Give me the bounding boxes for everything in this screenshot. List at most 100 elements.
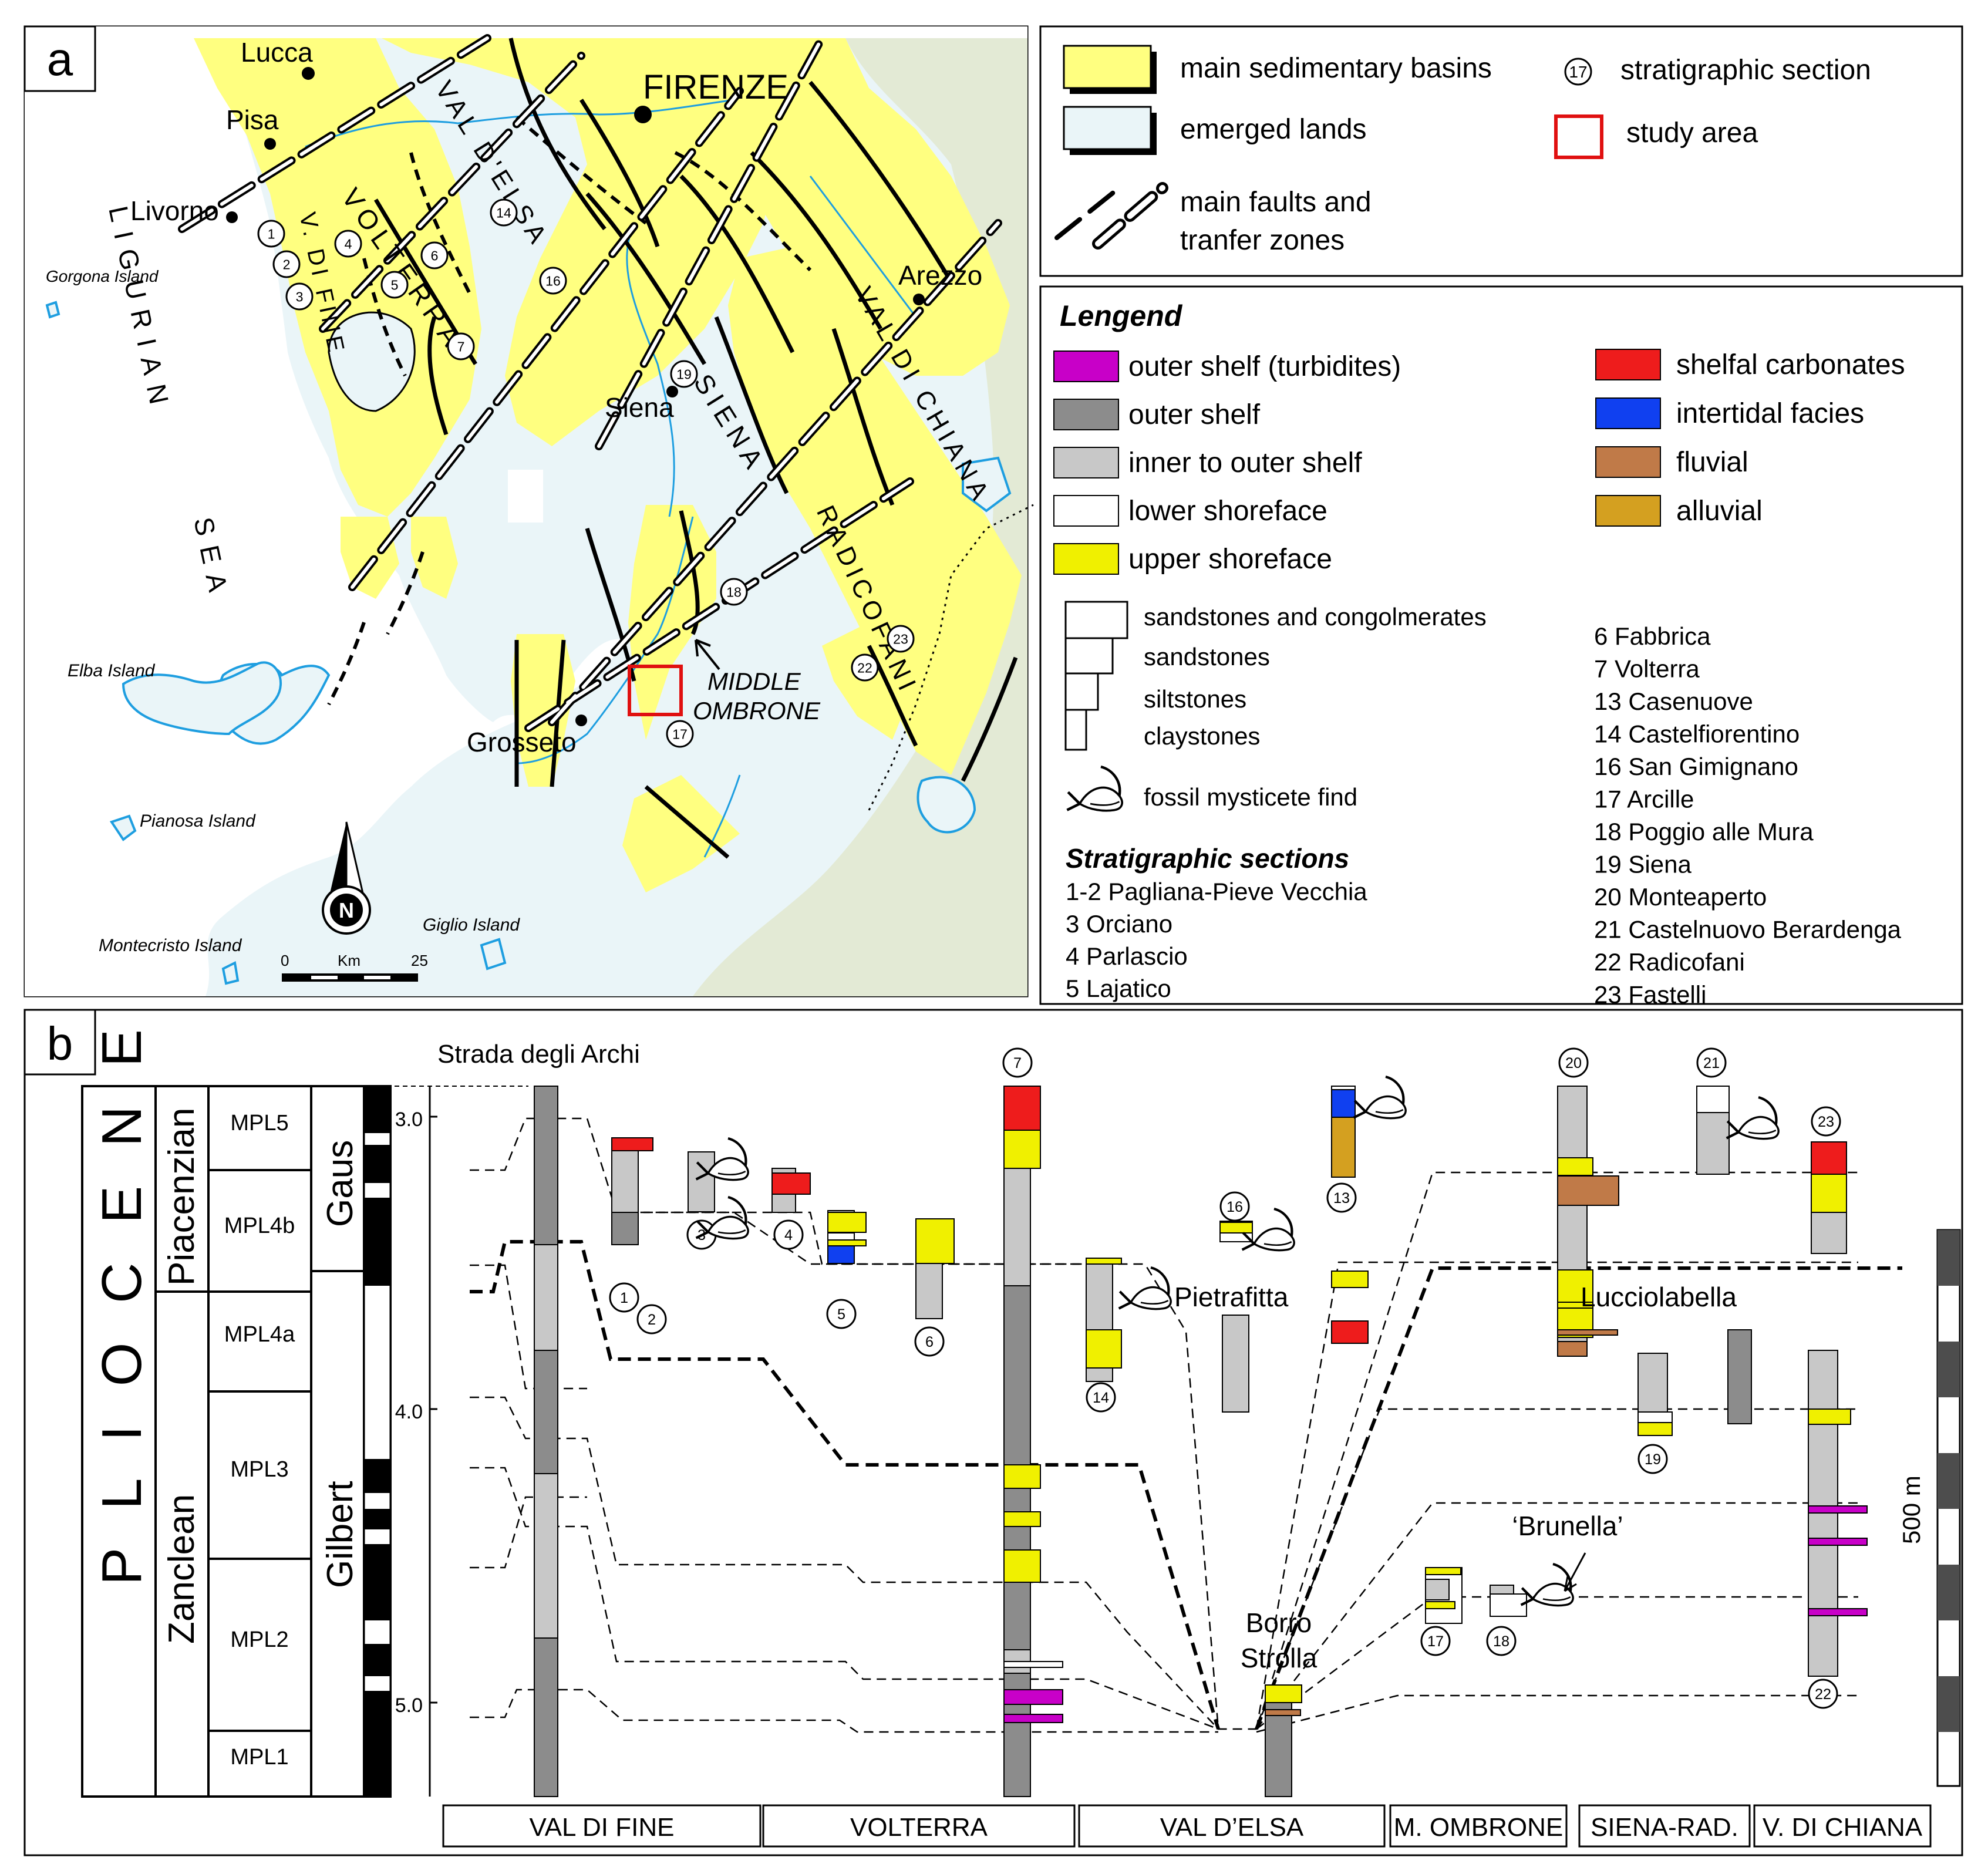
section-number-4: 4 xyxy=(773,1219,804,1250)
svg-text:4: 4 xyxy=(345,236,352,251)
locality-pietrafitta: Pietrafitta xyxy=(1174,1282,1289,1312)
legend-emerged-label: emerged lands xyxy=(1180,114,1367,145)
legend-study-label: study area xyxy=(1626,117,1758,149)
column-block-66 xyxy=(1808,1538,1868,1546)
column-block-4 xyxy=(611,1147,639,1213)
island-pianosa: Pianosa Island xyxy=(140,811,256,831)
map-section-7: 7 xyxy=(447,332,475,360)
column-block-31 xyxy=(1219,1222,1253,1234)
map-section-4: 4 xyxy=(334,230,362,258)
svg-text:18: 18 xyxy=(726,584,742,599)
column-block-6 xyxy=(688,1151,715,1212)
basin-box-0 xyxy=(442,1804,761,1848)
column-block-49 xyxy=(1696,1086,1730,1113)
map-section-16: 16 xyxy=(539,267,567,295)
sections-title: Stratigraphic sections xyxy=(1066,843,1349,874)
section-entry-r2: 13 Casenuove xyxy=(1594,688,1753,715)
svg-text:19: 19 xyxy=(676,366,692,382)
brunella-arrow xyxy=(1564,1552,1586,1592)
svg-text:5: 5 xyxy=(391,277,399,292)
facies-swatch-r2 xyxy=(1595,446,1661,478)
legend-faults-label-1: main faults and xyxy=(1180,187,1372,218)
map-section-18: 18 xyxy=(720,578,748,606)
middle-ombrone-arrow xyxy=(695,639,720,670)
column-block-21 xyxy=(1003,1511,1041,1527)
facies-label-r1: intertidal facies xyxy=(1676,398,1864,429)
basin-box-1 xyxy=(762,1804,1076,1848)
column-block-37 xyxy=(1331,1320,1369,1344)
legend-basin-swatch xyxy=(1063,45,1157,94)
legend-emerged-swatch xyxy=(1063,106,1157,155)
column-block-52 xyxy=(1811,1174,1847,1213)
column-block-5 xyxy=(611,1137,653,1151)
island-giglio: Giglio Island xyxy=(423,915,520,935)
facies-label-r3: alluvial xyxy=(1676,496,1763,527)
section-number-19: 19 xyxy=(1637,1444,1668,1474)
section-number-13: 13 xyxy=(1326,1182,1357,1213)
svg-text:2: 2 xyxy=(283,257,291,272)
polarity-black-bands xyxy=(364,1086,390,1797)
city-markers xyxy=(226,67,925,726)
column-block-26 xyxy=(1003,1714,1063,1723)
basin-label-3: M. OMBRONE xyxy=(1394,1813,1563,1842)
city-pisa: Pisa xyxy=(226,105,279,135)
map-section-19: 19 xyxy=(670,360,698,388)
lithology-symbol xyxy=(1064,601,1128,751)
legend-frame xyxy=(1039,285,1963,1005)
column-block-35 xyxy=(1331,1086,1356,1090)
facies-label-3: lower shoreface xyxy=(1128,496,1327,527)
column-block-62 xyxy=(1490,1593,1527,1617)
stage-zanclean: Zanclean xyxy=(161,1494,202,1644)
section-number-5: 5 xyxy=(826,1299,857,1329)
white-patch xyxy=(508,470,543,523)
column-block-34 xyxy=(1331,1087,1356,1118)
column-block-56 xyxy=(1727,1329,1752,1424)
map-section-5: 5 xyxy=(380,271,409,299)
panel-b-label-box xyxy=(23,1009,96,1076)
city-livorno: Livorno xyxy=(130,196,219,226)
column-block-19 xyxy=(1003,1168,1031,1286)
section-entry-r4: 16 San Gimignano xyxy=(1594,753,1798,780)
city-arezzo: Arezzo xyxy=(898,260,982,291)
stage-piacenzian: Piacenzian xyxy=(161,1108,202,1286)
facies-label-r0: shelfal carbonates xyxy=(1676,349,1905,380)
svg-text:16: 16 xyxy=(1227,1199,1243,1215)
section-number-17: 17 xyxy=(1420,1626,1451,1656)
svg-text:23: 23 xyxy=(1818,1114,1834,1130)
svg-text:1: 1 xyxy=(268,226,275,241)
facies-swatch-1 xyxy=(1053,399,1119,430)
basin-label-0: VAL DI FINE xyxy=(530,1813,675,1842)
island-montecristo: Montecristo Island xyxy=(99,936,242,955)
panel-a-label: a xyxy=(47,33,73,85)
section-number-7: 7 xyxy=(1002,1047,1033,1078)
svg-text:7: 7 xyxy=(457,339,465,354)
section-entry-r9: 21 Castelnuovo Berardenga xyxy=(1594,916,1902,943)
column-block-65 xyxy=(1808,1505,1868,1514)
column-block-12 xyxy=(827,1239,867,1246)
section-entry-r6: 18 Poggio alle Mura xyxy=(1594,818,1814,845)
age-3: 3.0 xyxy=(395,1108,423,1131)
column-block-64 xyxy=(1808,1408,1851,1425)
dashed-faults xyxy=(327,116,812,706)
locality-brunella: ‘Brunella’ xyxy=(1512,1511,1623,1541)
legend-top-frame xyxy=(1039,25,1963,277)
facies-swatch-0 xyxy=(1053,351,1119,382)
whale-icon-2 xyxy=(1119,1268,1171,1309)
column-block-32 xyxy=(1222,1315,1249,1413)
lithology-sandstones-congl: sandstones and congolmerates xyxy=(1144,603,1487,631)
column-block-28 xyxy=(1086,1258,1122,1265)
north-arrow xyxy=(322,821,371,935)
chron-gilbert: Gilbert xyxy=(320,1481,360,1588)
section-number-21: 21 xyxy=(1696,1047,1727,1078)
svg-text:22: 22 xyxy=(857,660,872,675)
section-number-18: 18 xyxy=(1486,1626,1517,1656)
section-number-2: 2 xyxy=(636,1304,667,1334)
zone-MPL3: MPL3 xyxy=(230,1457,288,1482)
column-block-43 xyxy=(1557,1175,1619,1206)
city-siena: Siena xyxy=(605,392,674,423)
section-entry-r10: 22 Radicofani xyxy=(1594,948,1745,976)
column-block-67 xyxy=(1808,1608,1868,1616)
